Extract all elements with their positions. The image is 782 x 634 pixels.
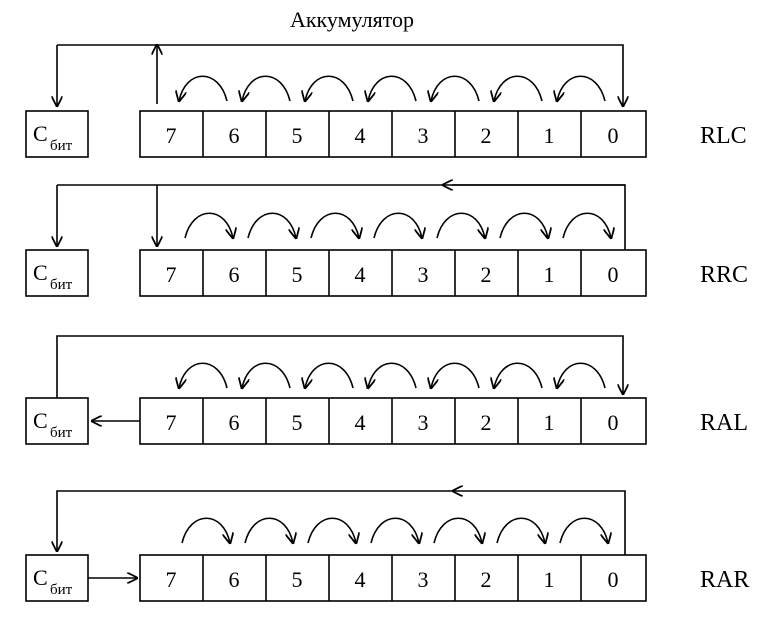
row-rrc: C бит 7 6 5 4 3 2 1 0 (25, 185, 748, 297)
rotate-loop (57, 185, 626, 250)
bit-cell: 2 (481, 123, 492, 148)
rotate-loop (57, 45, 623, 106)
register: 7 6 5 4 3 2 1 0 (139, 110, 647, 158)
carry-box: C бит (25, 397, 89, 445)
bit-cell: 2 (481, 567, 492, 592)
bit-cell: 7 (166, 567, 177, 592)
shift-arrows-right (181, 517, 608, 543)
register: 7 6 5 4 3 2 1 0 (139, 249, 647, 297)
bit-cell: 6 (229, 123, 240, 148)
bit-cell: 0 (608, 410, 619, 435)
bit-cell: 4 (355, 567, 366, 592)
bit-cell: 7 (166, 410, 177, 435)
svg-text:бит: бит (50, 425, 73, 441)
row-rar: C бит 7 6 5 4 3 2 1 0 (25, 491, 749, 602)
bit-cell: 4 (355, 123, 366, 148)
svg-text:бит: бит (50, 582, 73, 598)
shift-arrows-left (179, 75, 606, 101)
instruction-label-rar: RAR (700, 567, 749, 593)
accumulator-title: Аккумулятор (290, 7, 414, 32)
bit-cell: 2 (481, 410, 492, 435)
bit-cell: 6 (229, 262, 240, 287)
carry-box: C бит (25, 249, 89, 297)
svg-text:C: C (33, 121, 48, 146)
register: 7 6 5 4 3 2 1 0 (139, 554, 647, 602)
bit-cell: 5 (292, 262, 303, 287)
shift-arrows-left (179, 362, 606, 388)
bit-cell: 3 (418, 123, 429, 148)
bit-cell: 7 (166, 262, 177, 287)
svg-text:C: C (33, 260, 48, 285)
register: 7 6 5 4 3 2 1 0 (139, 397, 647, 445)
bit-cell: 0 (608, 262, 619, 287)
bit-cell: 0 (608, 567, 619, 592)
svg-text:C: C (33, 565, 48, 590)
bit-cell: 7 (166, 123, 177, 148)
rotate-loop (56, 335, 623, 421)
bit-cell: 0 (608, 123, 619, 148)
carry-box: C бит (25, 554, 89, 602)
bit-cell: 3 (418, 567, 429, 592)
bit-cell: 1 (544, 410, 555, 435)
instruction-label-rlc: RLC (700, 123, 747, 149)
bit-cell: 4 (355, 410, 366, 435)
bit-cell: 6 (229, 567, 240, 592)
bit-cell: 2 (481, 262, 492, 287)
svg-text:бит: бит (50, 138, 73, 154)
bit-cell: 5 (292, 410, 303, 435)
svg-text:C: C (33, 408, 48, 433)
rotate-loop (57, 491, 626, 578)
bit-cell: 6 (229, 410, 240, 435)
bit-cell: 3 (418, 262, 429, 287)
instruction-label-rrc: RRC (700, 262, 748, 288)
instruction-label-ral: RAL (700, 410, 748, 436)
bit-cell: 4 (355, 262, 366, 287)
shift-arrows-right (184, 212, 611, 238)
bit-cell: 1 (544, 567, 555, 592)
row-ral: C бит 7 6 5 4 3 2 1 0 (25, 335, 748, 445)
row-rlc: C бит 7 6 5 4 3 2 1 0 (25, 45, 747, 158)
bit-cell: 5 (292, 123, 303, 148)
carry-box: C бит (25, 110, 89, 158)
bit-cell: 3 (418, 410, 429, 435)
bit-cell: 1 (544, 262, 555, 287)
bit-cell: 5 (292, 567, 303, 592)
svg-text:бит: бит (50, 277, 73, 293)
bit-cell: 1 (544, 123, 555, 148)
